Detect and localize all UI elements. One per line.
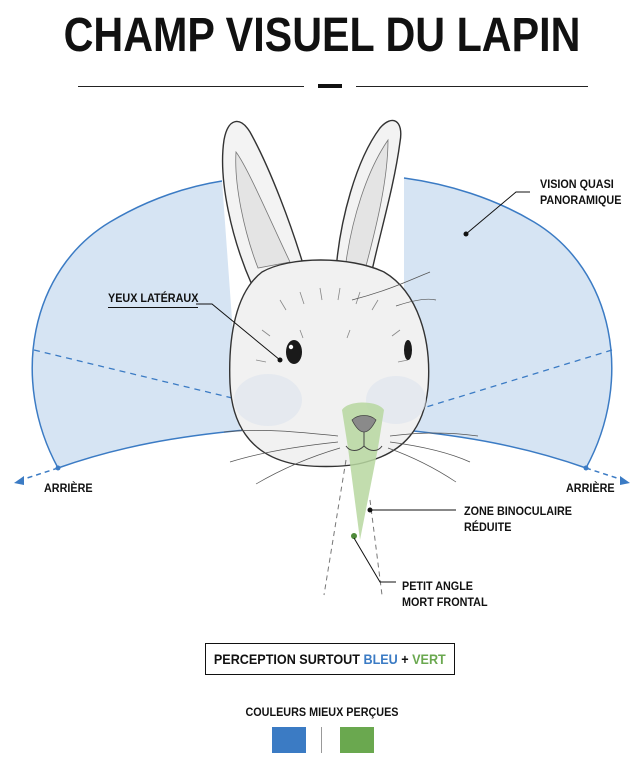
perception-box: PERCEPTION SURTOUT BLEU + VERT: [205, 643, 455, 675]
field-boundary-left: [31, 180, 223, 469]
label-rear-right: ARRIÈRE: [566, 481, 615, 495]
binocular-tip-dot: [351, 533, 357, 539]
label-rear-left: ARRIÈRE: [44, 481, 93, 495]
page-title: CHAMP VISUEL DU LAPIN: [63, 9, 581, 62]
perception-blue-word: BLEU: [363, 651, 398, 667]
leader-lateral-eyes: [196, 303, 281, 361]
leader-lateral-eyes-dot: [277, 357, 283, 363]
swatch-blue: [272, 727, 306, 753]
label-binocular-zone: ZONE BINOCULAIRE RÉDUITE: [464, 503, 572, 535]
field-boundary-right: [403, 177, 613, 469]
leader-binocular-dot: [367, 507, 373, 513]
rear-arrow-right: [585, 467, 627, 482]
rabbit-eye-left: [286, 340, 302, 364]
rabbit-head: [229, 259, 430, 468]
blind-spot-line-left: [323, 459, 347, 596]
blind-spot-line-right: [369, 499, 383, 596]
title-rule-right: [356, 86, 588, 87]
legend-title: COULEURS MIEUX PERÇUES: [245, 705, 399, 719]
rabbit-ear-right-inner: [345, 138, 389, 267]
label-blind-spot-line1: PETIT ANGLE: [402, 579, 474, 593]
label-lateral-eyes: YEUX LATÉRAUX: [108, 290, 199, 308]
label-panoramic-line2: PANORAMIQUE: [540, 193, 622, 207]
field-lower-right: [403, 429, 587, 469]
rabbit-mouth: [345, 432, 383, 451]
rabbit-fur-strokes: [255, 287, 409, 363]
swatch-green: [340, 727, 374, 753]
label-panoramic-vision: VISION QUASI PANORAMIQUE: [540, 176, 621, 208]
swatch-separator: [321, 727, 322, 753]
rear-dot-left: [55, 465, 61, 471]
label-panoramic-line1: VISION QUASI: [540, 177, 614, 191]
perception-prefix: PERCEPTION SURTOUT: [214, 651, 361, 667]
field-lower-left: [57, 429, 246, 469]
rabbit-eye-left-highlight: [288, 344, 294, 350]
perception-plus: +: [401, 651, 409, 667]
title-rule-mark: [318, 84, 342, 88]
label-lateral-eyes-text: YEUX LATÉRAUX: [108, 291, 199, 308]
rabbit-illustration: [221, 119, 479, 540]
visual-field-area-right: [404, 178, 612, 468]
binocular-zone: [342, 402, 384, 540]
rabbit-whiskers: [223, 271, 479, 485]
rabbit-nose: [351, 415, 377, 433]
leader-blind-spot: [353, 537, 396, 583]
rabbit-cheek-left: [234, 374, 302, 426]
leader-panoramic: [465, 191, 530, 235]
label-binocular-line2: RÉDUITE: [464, 520, 512, 534]
rabbit-ear-left-inner: [235, 150, 291, 269]
label-binocular-line1: ZONE BINOCULAIRE: [464, 504, 572, 518]
perception-text: PERCEPTION SURTOUT BLEU + VERT: [214, 651, 446, 667]
label-blind-spot: PETIT ANGLE MORT FRONTAL: [402, 578, 488, 610]
rear-arrow-left: [17, 467, 59, 482]
eye-axis-right: [409, 349, 613, 413]
leader-panoramic-dot: [463, 231, 469, 237]
label-blind-spot-line2: MORT FRONTAL: [402, 595, 488, 609]
rabbit-ear-left: [221, 120, 307, 286]
rabbit-eye-right: [404, 340, 412, 360]
rear-dot-right: [583, 465, 589, 471]
perception-green-word: VERT: [412, 651, 446, 667]
rear-arrowhead-right: [620, 476, 630, 485]
rear-arrowhead-left: [14, 476, 24, 485]
title-rule-left: [78, 86, 304, 87]
visual-field-area: [32, 181, 240, 468]
